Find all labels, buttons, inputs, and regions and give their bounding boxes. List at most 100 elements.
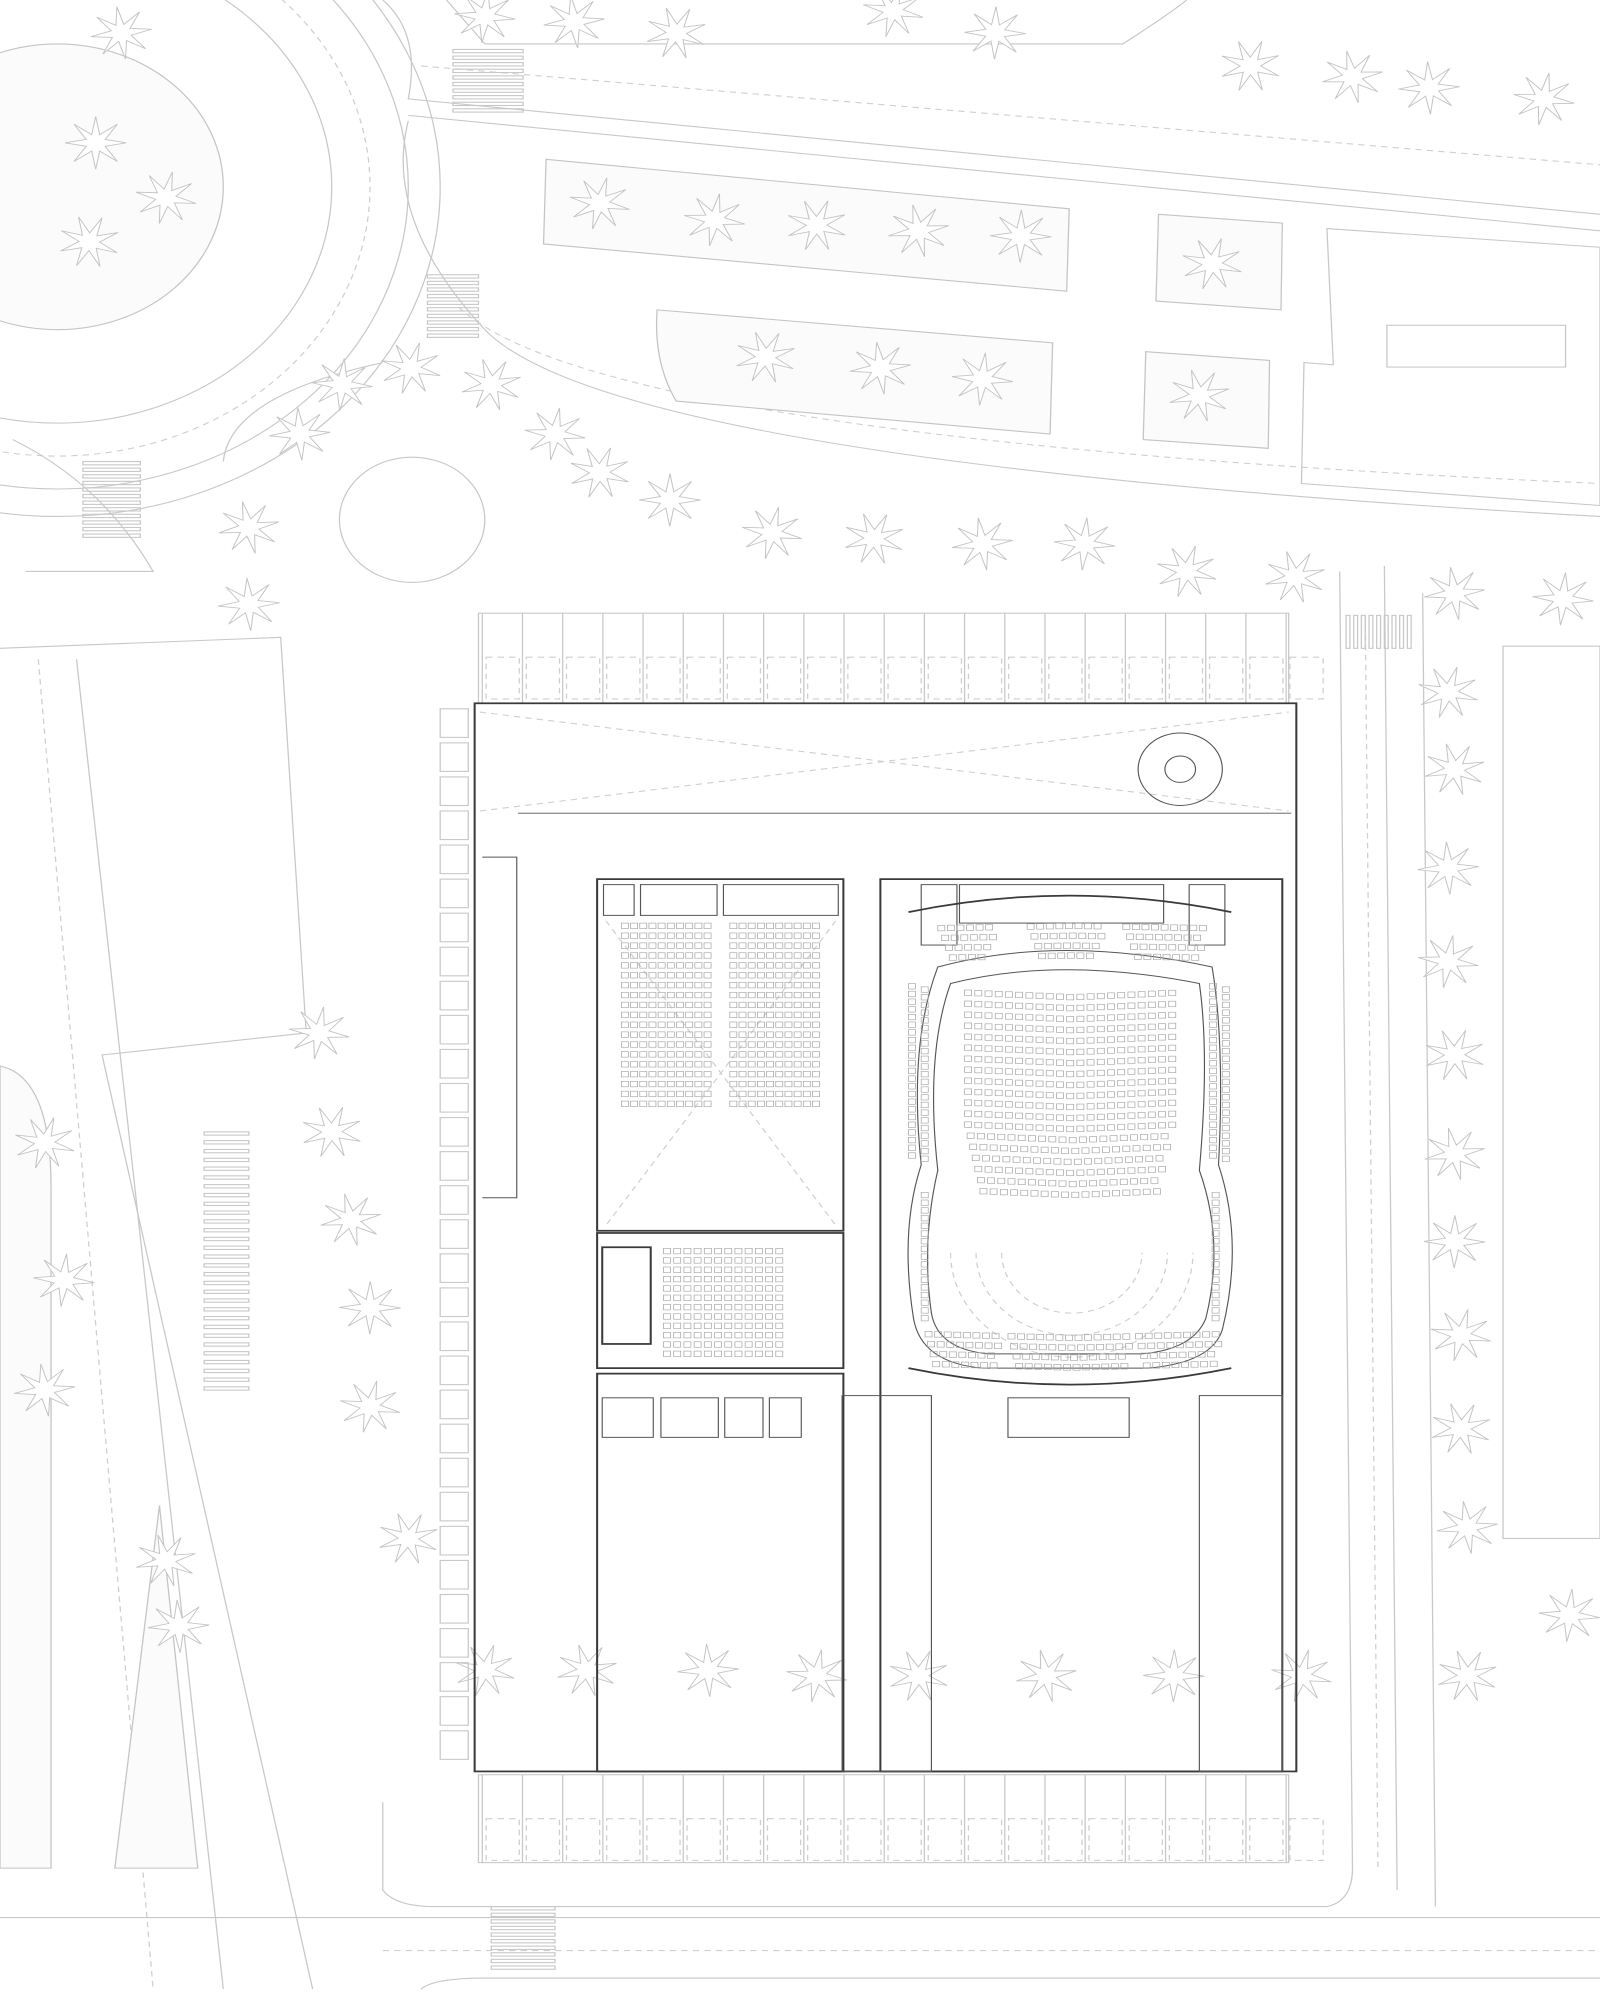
seat — [984, 1100, 993, 1107]
seat — [920, 1261, 929, 1268]
crosswalk-stripe — [203, 1201, 250, 1207]
side-column-bay — [439, 1491, 469, 1522]
seat — [1086, 1114, 1095, 1121]
seat — [666, 1051, 675, 1058]
seat — [793, 1031, 802, 1038]
crosswalk-stripe — [426, 300, 480, 305]
seat — [648, 952, 657, 959]
seat — [784, 1100, 793, 1107]
seat — [1141, 924, 1150, 931]
seat — [657, 962, 666, 969]
seat — [657, 922, 666, 929]
seat — [1076, 1169, 1085, 1176]
seat — [1158, 1045, 1166, 1052]
seat — [812, 1001, 820, 1009]
seat — [987, 1352, 995, 1359]
seat — [666, 972, 675, 979]
seat — [1091, 1190, 1100, 1198]
seat — [765, 1350, 773, 1357]
seat — [693, 1350, 702, 1357]
seat — [775, 991, 784, 999]
seat — [793, 1011, 802, 1018]
side-column-bay — [439, 1730, 469, 1760]
canopy-bay — [1208, 1818, 1244, 1861]
seat — [620, 1080, 629, 1088]
seat — [1202, 1331, 1210, 1338]
seat — [812, 1061, 820, 1068]
seat — [1002, 1156, 1011, 1163]
seat — [620, 1061, 629, 1068]
seat — [775, 942, 784, 949]
seat — [802, 922, 811, 929]
seat — [1089, 1180, 1098, 1187]
seat — [784, 1001, 793, 1009]
canopy-bay — [1208, 656, 1244, 700]
seat — [1162, 954, 1171, 961]
seat — [1153, 953, 1161, 961]
seat — [1068, 1137, 1077, 1144]
crosswalk-stripe — [490, 1912, 556, 1918]
seat — [620, 1021, 629, 1028]
seat — [1140, 1352, 1149, 1359]
seat — [714, 1332, 722, 1339]
seat — [666, 952, 675, 959]
seat — [985, 924, 994, 931]
seat — [1048, 1344, 1057, 1351]
seat — [973, 944, 982, 951]
seat — [775, 1341, 784, 1348]
seat — [694, 1061, 703, 1068]
seat — [1057, 1344, 1066, 1351]
seat — [1211, 1331, 1220, 1338]
seat — [1035, 1091, 1044, 1098]
canopy-bay — [807, 1818, 842, 1861]
seat — [1122, 923, 1131, 930]
seat — [729, 991, 738, 999]
seat — [1147, 1342, 1156, 1349]
seat — [1158, 1056, 1166, 1063]
seat — [1160, 924, 1169, 931]
seat — [663, 1322, 671, 1329]
seat — [703, 1350, 712, 1357]
seat — [1168, 1066, 1177, 1073]
seat — [812, 1071, 820, 1078]
seat — [714, 1294, 722, 1301]
seat — [630, 1061, 638, 1068]
seat — [1112, 1333, 1121, 1340]
seat — [1034, 943, 1043, 950]
palm-tree-icon — [1053, 517, 1116, 571]
seat — [1140, 1177, 1149, 1185]
seat — [929, 1351, 938, 1358]
seat — [1024, 1363, 1033, 1370]
seat — [685, 942, 694, 949]
seat — [620, 1011, 629, 1018]
seat — [1096, 1080, 1105, 1088]
seat — [920, 986, 929, 993]
seat — [1015, 1112, 1024, 1119]
seat — [666, 1011, 675, 1018]
seat — [1005, 1167, 1013, 1174]
seat — [1107, 1102, 1115, 1109]
seat — [964, 944, 972, 951]
seat — [1076, 1059, 1085, 1066]
seat — [766, 942, 774, 949]
seat — [757, 1061, 765, 1068]
seat — [673, 1276, 682, 1283]
seat — [1155, 1155, 1164, 1162]
seat — [766, 982, 774, 989]
seat — [974, 1078, 983, 1085]
side-column-bay — [439, 1219, 469, 1249]
palm-tree-icon — [218, 577, 280, 631]
seat — [630, 982, 638, 989]
seat — [1145, 933, 1154, 941]
seat — [1170, 924, 1179, 931]
seat — [703, 1341, 712, 1348]
seat — [1158, 1078, 1166, 1085]
seat — [1049, 932, 1058, 940]
canopy-bay — [1007, 656, 1043, 700]
seat — [1209, 1113, 1217, 1121]
seat — [1168, 1022, 1177, 1030]
seat — [1154, 1332, 1163, 1339]
seat — [1109, 1135, 1118, 1142]
seat — [1015, 1002, 1024, 1010]
seat — [724, 1257, 733, 1264]
